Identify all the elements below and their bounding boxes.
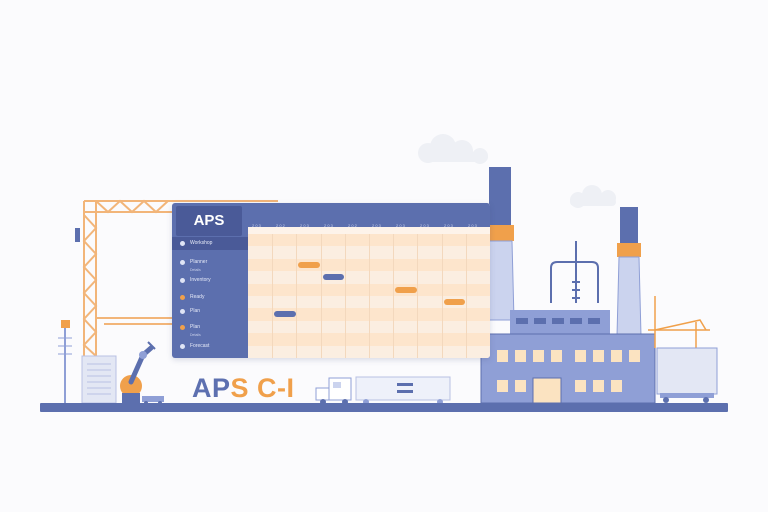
brand-part-aps: AP	[192, 373, 231, 403]
gantt-task-bar[interactable]	[298, 261, 321, 268]
sidebar-item-label: Plan	[190, 308, 201, 314]
sidebar-item-sublabel: Details	[190, 333, 201, 337]
tower-crane-right	[648, 296, 710, 348]
gantt-column-divider	[441, 234, 443, 358]
gantt-task-bar[interactable]	[322, 274, 345, 281]
chimney-tall	[485, 167, 515, 321]
delivery-truck	[315, 377, 352, 405]
ready-icon	[180, 295, 185, 300]
sidebar-item-2[interactable]: Inventory	[172, 274, 248, 287]
brand-part-ci: C-I	[249, 373, 295, 403]
factory-building	[480, 310, 656, 404]
sidebar-item-label: Ready	[190, 294, 205, 300]
gantt-column-divider	[344, 234, 346, 358]
date-header-cell: 2 0 3	[468, 223, 477, 228]
crane-counterweight	[75, 228, 80, 242]
brand-logo-text: APS C-I	[192, 373, 295, 404]
sidebar-item-0[interactable]: Workshop	[172, 237, 248, 250]
sidebar-item-6[interactable]: Forecast	[172, 340, 248, 353]
sidebar-item-sublabel: Details	[190, 268, 201, 272]
date-header-cell: 2 0 3	[252, 223, 261, 228]
date-header-cell: 2 0 3	[324, 223, 333, 228]
app-title: APS	[176, 206, 242, 236]
date-header-cell: 2 0 3	[300, 223, 309, 228]
date-header-cell: 2 0 3	[372, 223, 381, 228]
gantt-column-divider	[465, 234, 467, 358]
sidebar-item-label: Planner	[190, 259, 208, 265]
sidebar-item-3[interactable]: Ready	[172, 291, 248, 304]
container-box	[656, 347, 718, 403]
date-header-cell: 2 0 3	[444, 223, 453, 228]
smoke-cloud-left	[418, 134, 488, 164]
date-header-cell: 2 0 2	[348, 223, 357, 228]
aps-app-window[interactable]: 2 0 3 2 0 2 2 0 3 2 0 3 2 0 2 2 0 3 2 0 3 2 0 3…	[172, 203, 490, 358]
dashboard-icon	[180, 241, 185, 246]
trailer	[355, 376, 451, 405]
gantt-task-bar[interactable]	[443, 299, 466, 305]
planner-icon	[180, 260, 185, 265]
date-header-cell: 2 0 2	[276, 223, 285, 228]
gantt-column-divider	[272, 234, 274, 358]
sidebar-item-label: Workshop	[190, 240, 213, 246]
gantt-column-divider	[393, 234, 395, 358]
gantt-grid[interactable]	[248, 234, 490, 358]
sidebar-item-4[interactable]: Plan	[172, 305, 248, 318]
roof-structure	[550, 241, 599, 303]
date-header-cell: 2 0 3	[396, 223, 405, 228]
light-tower	[58, 320, 72, 403]
brand-part-s: S	[230, 373, 250, 403]
forecast-icon	[180, 344, 185, 349]
gantt-column-divider	[369, 234, 370, 358]
plan-icon	[180, 309, 185, 314]
gantt-column-divider	[417, 234, 419, 358]
gantt-task-bar[interactable]	[395, 286, 417, 293]
sidebar-item-label: Plan	[190, 324, 201, 330]
ground-line	[40, 403, 728, 412]
gantt-task-bar[interactable]	[274, 311, 296, 318]
gantt-column-divider	[320, 234, 322, 358]
chimney-short	[616, 207, 642, 337]
smoke-cloud-right	[570, 185, 616, 208]
inventory-icon	[180, 278, 185, 283]
sidebar-item-label: Forecast	[190, 343, 210, 349]
sidebar-item-label: Inventory	[190, 277, 211, 283]
date-header-cell: 2 0 3	[420, 223, 429, 228]
tower-crane-left	[82, 199, 278, 357]
robot-arm	[120, 341, 164, 405]
server-rack	[81, 355, 117, 404]
gantt-column-divider	[296, 234, 298, 358]
plan-details-icon	[180, 325, 185, 330]
